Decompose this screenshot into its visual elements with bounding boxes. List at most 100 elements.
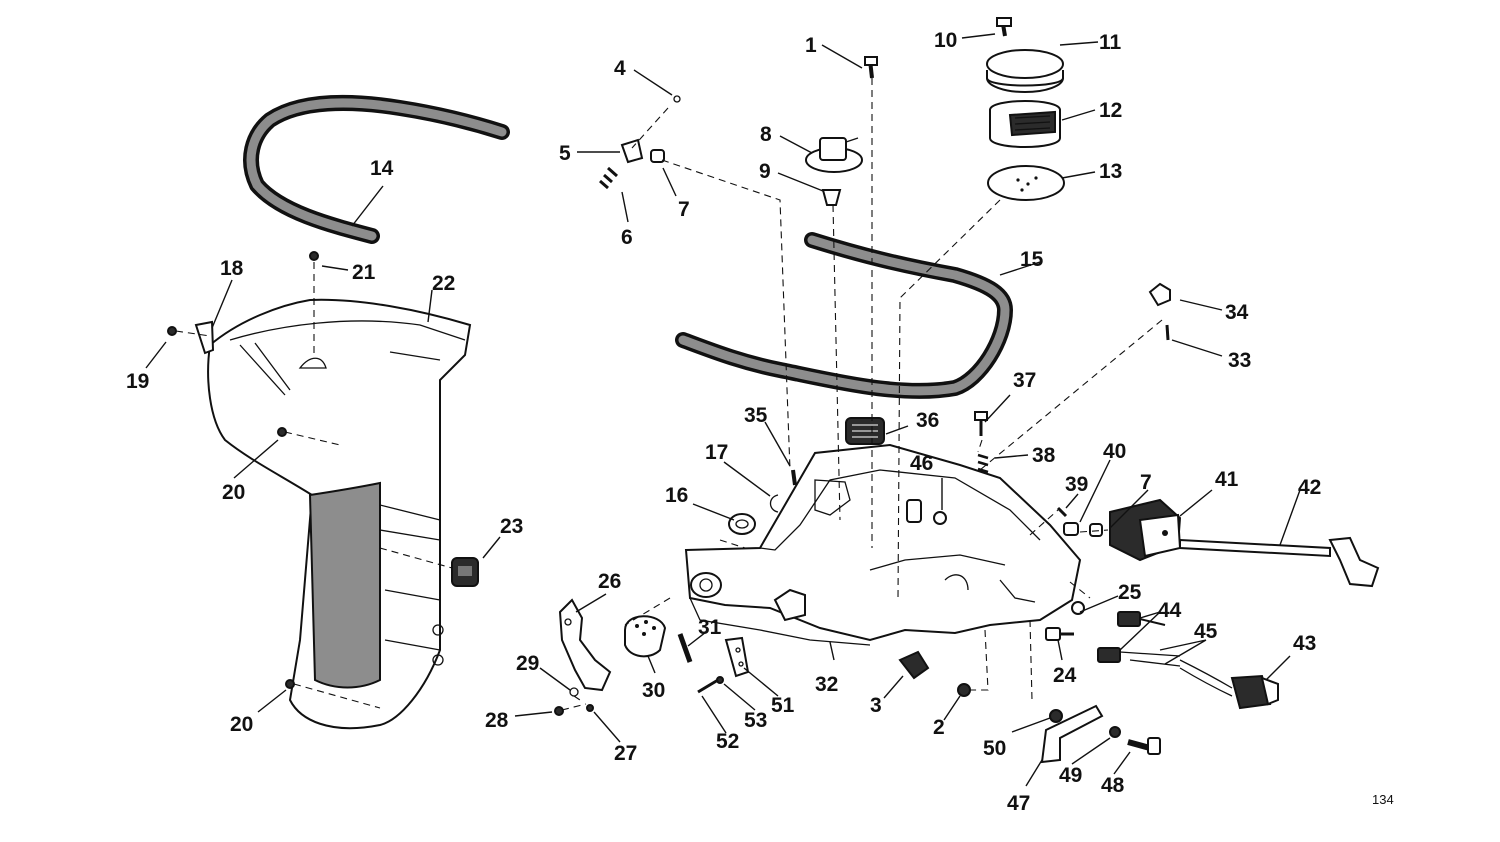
callout-26: 26 <box>598 570 621 593</box>
filter-element-12 <box>989 100 1061 148</box>
clip-51 <box>724 636 750 678</box>
callout-1: 1 <box>805 34 817 57</box>
pin-31 <box>677 633 693 663</box>
screw-24 <box>1045 627 1074 641</box>
bushing-7-top <box>650 149 665 163</box>
screw-6 <box>599 166 618 190</box>
plug-3 <box>898 650 930 680</box>
callout-15: 15 <box>1020 248 1044 271</box>
callout-31: 31 <box>698 616 722 639</box>
callout-17: 17 <box>705 441 728 464</box>
screw-21 <box>309 251 319 261</box>
spring-38 <box>977 453 989 474</box>
callout-7-top: 7 <box>678 198 690 221</box>
nut-46 <box>933 511 947 525</box>
filter-plate-13 <box>987 165 1065 201</box>
callout-44: 44 <box>1158 599 1182 622</box>
callout-22: 22 <box>432 272 455 295</box>
screw-35 <box>791 469 797 486</box>
callout-25: 25 <box>1118 581 1142 604</box>
callout-45: 45 <box>1194 620 1218 643</box>
callout-33: 33 <box>1228 349 1251 372</box>
tiller-handle-42 <box>1179 536 1380 588</box>
callout-16: 16 <box>665 484 688 507</box>
callout-43: 43 <box>1293 632 1316 655</box>
callout-8: 8 <box>760 123 772 146</box>
callout-51: 51 <box>771 694 795 717</box>
callout-32: 32 <box>815 673 838 696</box>
callout-47: 47 <box>1007 792 1030 815</box>
callout-20-lower: 20 <box>230 713 253 736</box>
callout-41: 41 <box>1215 468 1239 491</box>
screw-20-lower <box>285 679 295 689</box>
callout-7-right: 7 <box>1140 471 1152 494</box>
callout-12: 12 <box>1099 99 1122 122</box>
callout-11: 11 <box>1099 31 1122 54</box>
callout-labels: 1 4 5 6 7 8 9 10 11 12 13 14 15 16 17 18… <box>126 29 1321 815</box>
callout-18: 18 <box>220 257 244 280</box>
callout-6: 6 <box>621 226 633 249</box>
grommet-36 <box>845 417 885 445</box>
callout-20-upper: 20 <box>222 481 245 504</box>
callout-19: 19 <box>126 370 149 393</box>
callout-49: 49 <box>1059 764 1082 787</box>
nut-4 <box>673 95 681 103</box>
lower-housing-32 <box>684 443 1082 646</box>
shroud-latch <box>194 320 215 355</box>
callout-10: 10 <box>934 29 957 52</box>
callout-36: 36 <box>916 409 939 432</box>
callout-5: 5 <box>559 142 571 165</box>
nut-50 <box>1049 709 1063 723</box>
screw-33 <box>1165 324 1170 341</box>
screw-1-head <box>864 56 878 66</box>
screw-52 <box>697 678 719 694</box>
washer-49 <box>1109 726 1121 738</box>
washer-9 <box>821 189 842 206</box>
callout-29: 29 <box>516 652 539 675</box>
screw-20-upper <box>277 427 287 437</box>
callout-2: 2 <box>933 716 945 739</box>
lower-motor-cover <box>207 298 472 730</box>
callout-40: 40 <box>1103 440 1126 463</box>
nut-25 <box>1071 601 1085 615</box>
bracket-47 <box>1040 704 1104 764</box>
ignition-switch-30 <box>624 615 667 658</box>
washer-16 <box>728 513 756 535</box>
bracket-5 <box>620 138 644 164</box>
callout-30: 30 <box>642 679 665 702</box>
screw-48 <box>1127 737 1161 755</box>
upper-seal-15 <box>675 232 1014 399</box>
retaining-ring-17 <box>769 494 779 513</box>
assembly-lines <box>175 78 1163 711</box>
callout-52: 52 <box>716 730 739 753</box>
clip-34 <box>1148 282 1171 307</box>
callout-53: 53 <box>744 709 767 732</box>
switch-bracket-26 <box>558 598 612 692</box>
callout-23: 23 <box>500 515 523 538</box>
nut-2 <box>957 683 971 697</box>
callout-46: 46 <box>910 452 933 475</box>
filter-cover-11 <box>986 49 1064 93</box>
callout-4: 4 <box>614 57 626 80</box>
nut-27 <box>586 704 594 712</box>
callout-14: 14 <box>370 157 394 180</box>
pin-39 <box>1056 506 1068 518</box>
washer-29 <box>569 687 579 697</box>
callout-34: 34 <box>1225 301 1249 324</box>
callout-35: 35 <box>744 404 768 427</box>
screw-19 <box>167 326 177 336</box>
figure-number: 134 <box>1372 792 1394 807</box>
terminal-45 <box>1097 647 1181 667</box>
connector-44 <box>1117 611 1166 627</box>
callout-24: 24 <box>1053 664 1077 687</box>
callout-9: 9 <box>759 160 771 183</box>
screw-10-head <box>996 17 1012 27</box>
callout-42: 42 <box>1298 476 1321 499</box>
choke-knob-8 <box>805 137 863 173</box>
shroud-seal-strip <box>243 95 510 244</box>
kill-switch-43 <box>1179 659 1279 710</box>
grommet-23 <box>451 557 479 587</box>
callout-38: 38 <box>1032 444 1056 467</box>
screw-28 <box>554 706 564 716</box>
